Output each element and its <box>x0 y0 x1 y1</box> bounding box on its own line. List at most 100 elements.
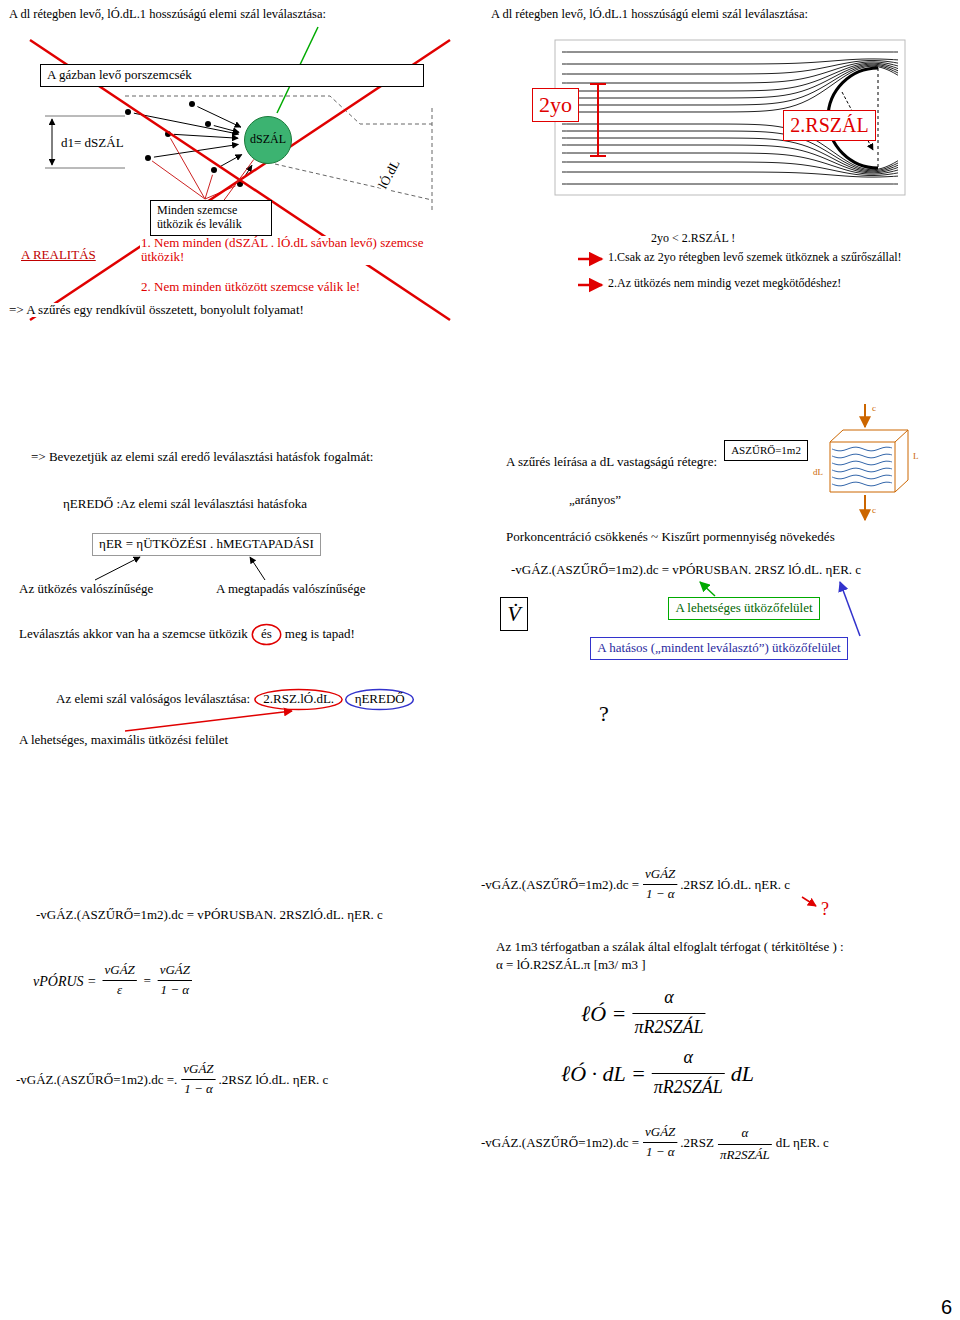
fiber-axis <box>878 68 879 168</box>
node-text: Minden szemcse ütközik és leválik <box>157 204 265 232</box>
text-label: 2. Nem minden ütközött szemcse válik le! <box>140 280 361 294</box>
drawing-stroke <box>30 40 450 320</box>
text-label: Az ütközés valószínűsége <box>18 582 154 596</box>
text-label: = <box>142 974 153 988</box>
streamline <box>562 172 898 177</box>
text-label: dL <box>730 1062 755 1086</box>
text-label: -vGÁZ.(ASZŰRŐ=1m2).dc = <box>480 1136 640 1150</box>
text-label: d1= dSZÁL <box>60 136 125 150</box>
fiber-strand <box>832 482 892 486</box>
fraction-bar <box>632 1013 705 1014</box>
leader-arrow <box>840 582 860 636</box>
dust-particle <box>145 155 151 161</box>
streamline <box>562 184 898 185</box>
fraction-bar <box>652 1073 725 1074</box>
fraction-bar <box>158 980 192 981</box>
drawing-stroke <box>30 40 450 320</box>
fiber-strand <box>832 454 892 458</box>
image-frame <box>555 40 905 195</box>
pointer-line <box>170 138 205 199</box>
text-label: 1 − α <box>645 887 676 901</box>
text-label: 1 − α <box>183 1082 214 1096</box>
text-label: 2yo < 2.RSZÁL ! <box>650 232 736 245</box>
text-label: vGÁZ <box>644 1125 676 1139</box>
fiber-strand <box>832 447 892 451</box>
bullet-arrow <box>578 258 602 261</box>
text-label: A REALITÁS <box>20 248 97 262</box>
text-label: 1.Csak az 2yo rétegben levő szemek ütköz… <box>607 251 903 264</box>
fraction-bar <box>718 1144 772 1145</box>
text-label: -vGÁZ.(ASZŰRŐ=1m2).dc = <box>480 878 640 892</box>
text-label: A dl rétegben levő, lÓ.dL.1 hosszúságú e… <box>8 8 327 22</box>
text-label: -vGÁZ.(ASZŰRŐ=1m2).dc = vPÓRUSBAN. 2RSZ … <box>510 563 862 577</box>
flow-arrow <box>864 495 866 520</box>
text-label: -vGÁZ.(ASZŰRŐ=1m2).dc =. <box>15 1073 178 1087</box>
fiber-circle: dSZÁL <box>244 116 292 164</box>
node-text: ηEREDŐ <box>355 692 405 707</box>
text-label: ε <box>116 983 123 997</box>
text-label: 6 <box>940 1296 953 1318</box>
connector-line <box>224 159 254 200</box>
text-label: meg is tapad! <box>284 627 356 641</box>
text-label: dL ηER. c <box>775 1136 830 1150</box>
node-text: 2.RSZÁL <box>790 114 868 137</box>
text-label: Az 1m3 térfogatban a szálak által elfogl… <box>495 940 845 954</box>
text-label: 1 − α <box>645 1145 676 1159</box>
text-label: .2RSZ <box>679 1136 715 1150</box>
node-text: 2.RSZ.lÓ.dL. <box>263 692 334 707</box>
dimension-d1 <box>45 116 125 168</box>
fraction-bar <box>643 1142 677 1143</box>
leader-arrow <box>802 897 816 906</box>
text-box: A hatásos („mindent leválasztó”) ütközőf… <box>590 637 848 660</box>
filter-fibers <box>832 447 892 486</box>
particle-path <box>214 126 239 133</box>
dust-particle <box>125 109 131 115</box>
fraction-bars <box>103 885 772 1145</box>
text-label: vGÁZ <box>159 963 191 977</box>
filter-layer <box>830 430 908 492</box>
text-label: A dl rétegben levő, lÓ.dL.1 hosszúságú e… <box>490 8 809 22</box>
text-label: dL <box>812 468 824 478</box>
dust-particle <box>205 121 211 127</box>
streamline <box>562 162 898 176</box>
fiber-band <box>125 96 432 210</box>
node-text: ηER = ηÜTKÖZÉSI . hMEGTAPADÁSI <box>99 537 314 552</box>
text-box: 2yo <box>532 88 579 122</box>
text-label: ? <box>598 702 610 726</box>
text-label: => A szűrés egy rendkívül összetett, bon… <box>8 303 305 317</box>
text-label: vPÓRUS = <box>32 974 98 989</box>
text-label: 1. Nem minden (dSZÁL . lÓ.dL sávban levő… <box>140 236 442 265</box>
text-box: A gázban levő porszemcsék <box>40 64 424 87</box>
drawing-stroke <box>45 116 125 117</box>
dust-particle <box>211 167 217 173</box>
text-label: vGÁZ <box>182 1062 214 1076</box>
node-text: 2yo <box>539 92 572 117</box>
text-label: -vGÁZ.(ASZŰRŐ=1m2).dc = vPÓRUSBAN. 2RSZl… <box>35 908 384 922</box>
text-label: ? <box>820 900 830 920</box>
text-box: ASZŰRŐ=1m2 <box>724 440 808 461</box>
text-label: A szűrés leírása a dL vastagságú rétegre… <box>505 455 718 469</box>
text-label: α <box>740 1126 749 1140</box>
fraction-bar <box>181 1079 215 1080</box>
text-box: A lehetséges ütközőfelület <box>668 597 820 620</box>
text-label: => Bevezetjük az elemi szál eredő levála… <box>30 450 374 464</box>
text-label: ℓÓ · dL = <box>560 1062 647 1086</box>
leader-arrow <box>250 557 265 580</box>
particle-path <box>174 134 238 138</box>
node-text: V̇ <box>507 601 520 626</box>
node-text: ASZŰRŐ=1m2 <box>731 444 801 457</box>
fraction-bar <box>103 980 137 981</box>
text-label: 1 − α <box>159 983 190 997</box>
text-label: A lehetséges, maximális ütközési felület <box>18 733 229 747</box>
leader-arrow <box>125 711 292 731</box>
highlight-oval: ηEREDŐ <box>345 689 414 710</box>
text-label: πR2SZÁL <box>719 1148 771 1162</box>
text-label: Leválasztás akkor van ha a szemcse ütköz… <box>18 627 249 641</box>
text-label: πR2SZÁL <box>633 1018 704 1038</box>
text-label: Porkoncentráció csökkenés ~ Kiszűrt porm… <box>505 530 836 544</box>
streamline <box>562 52 898 53</box>
fraction-bar <box>643 884 677 885</box>
text-label: vGÁZ <box>644 867 676 881</box>
